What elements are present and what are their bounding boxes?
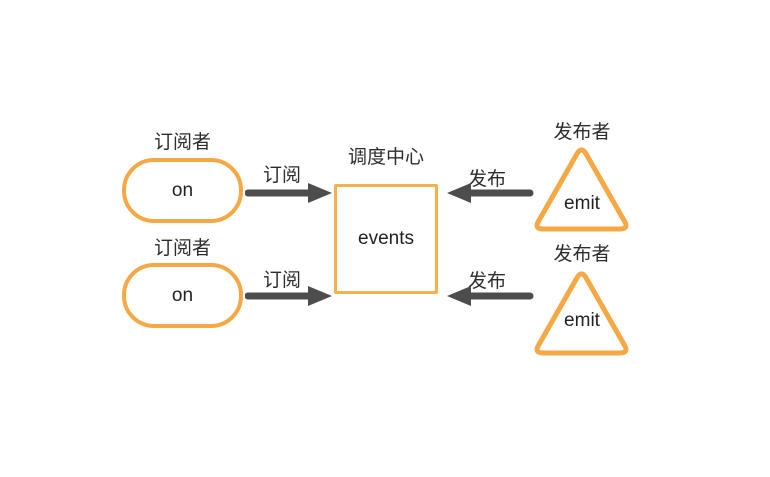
subscriber-method-text: on [171,284,194,306]
publish-arrow-icon [447,183,534,203]
subscribe-arrow-label: 订阅 [262,270,301,291]
publisher-role-label: 发布者 [553,244,611,265]
subscribe-arrow-icon [245,286,332,306]
publisher-role-label: 发布者 [553,122,611,143]
publish-arrow-label: 发布 [467,169,506,190]
subscribe-arrow-label: 订阅 [262,165,301,186]
publisher-method-text: emit [564,310,600,331]
publish-arrow-label: 发布 [467,271,506,292]
publisher-node [534,147,629,232]
publisher-method-text: emit [564,193,600,214]
subscriber-node: on [122,263,243,328]
dispatch-center-node: events [334,184,438,294]
events-text: events [358,228,414,249]
subscriber-method-text: on [171,179,194,201]
subscribe-arrow-icon [245,183,332,203]
subscriber-node: on [122,158,243,223]
dispatch-center-role-label: 调度中心 [347,147,424,168]
subscriber-role-label: 订阅者 [153,132,211,153]
publish-arrow-icon [447,286,534,306]
publisher-node [534,271,629,356]
subscriber-role-label: 订阅者 [153,238,211,259]
